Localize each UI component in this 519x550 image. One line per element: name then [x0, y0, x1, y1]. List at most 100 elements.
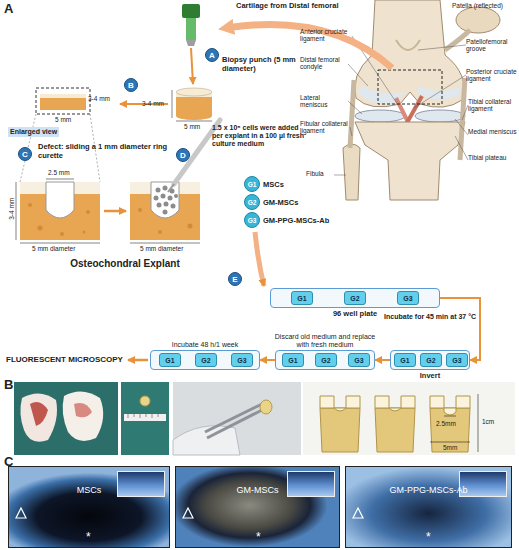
group-circle: G2GM-MSCs	[244, 194, 260, 210]
svg-ellipse	[176, 88, 212, 96]
dimension-label: 2.5 mm	[48, 169, 70, 176]
step-marker: E	[228, 272, 242, 286]
svg-path	[20, 393, 57, 441]
triangle-marker	[353, 508, 363, 518]
well-plate: 96 well plateG1G2G3	[270, 288, 440, 308]
svg-rect	[40, 94, 86, 110]
node-text: G2	[248, 199, 257, 206]
anatomy-label: Fibula	[306, 170, 324, 177]
svg-circle	[188, 224, 193, 229]
svg-circle	[60, 232, 64, 236]
svg-g	[430, 394, 478, 452]
node-text: MSCs	[263, 180, 284, 189]
svg-rect	[121, 382, 169, 455]
dimension-label: 2.5mm	[436, 420, 456, 427]
asterisk-marker: *	[86, 531, 91, 545]
anatomy-label: Anterior cruciate ligament	[300, 28, 352, 43]
svg-circle	[154, 196, 159, 201]
dimension-label: 3-4 mm	[8, 191, 15, 227]
svg-line	[130, 243, 200, 244]
node-text: G2	[350, 295, 359, 302]
node-text: G3	[237, 357, 246, 364]
anatomy-label: Patellofemoral groove	[466, 38, 518, 53]
svg-path	[355, 122, 465, 200]
svg-circle	[158, 230, 162, 234]
svg-line	[128, 414, 129, 418]
svg-line	[455, 119, 468, 135]
panel-letter: B	[4, 378, 13, 393]
node-text: G1	[297, 295, 306, 302]
group-circle: G3GM-PPG-MSCs-Ab	[244, 212, 260, 228]
flow-arrow	[128, 359, 148, 362]
svg-line	[152, 414, 153, 418]
asterisk-marker: *	[426, 531, 431, 545]
anatomy-label: Distal femoral condyle	[300, 56, 350, 71]
svg-line	[455, 136, 468, 160]
edge-label: Incubate for 45 min at 37 °C	[380, 313, 476, 321]
svg-rect	[182, 4, 200, 18]
svg-circle	[86, 210, 90, 214]
svg-circle	[28, 203, 32, 207]
photo-tissue	[14, 382, 118, 455]
step-label: Biopsy punch (5 mm diameter)	[222, 56, 296, 73]
step-label: 1.5 x 10⁵ cells were added per explant i…	[212, 124, 306, 148]
node-text: G3	[248, 217, 257, 224]
svg-path	[320, 408, 360, 452]
node-text: G1	[288, 357, 297, 364]
svg-rect	[40, 94, 86, 98]
svg-g	[430, 396, 470, 452]
plate-well: G2	[344, 291, 366, 305]
svg-g	[128, 414, 158, 418]
svg-line	[158, 414, 159, 417]
anatomy-label: Tibial plateau	[468, 154, 518, 161]
plate-well: G2	[315, 353, 337, 367]
svg-line	[444, 416, 456, 417]
svg-line	[168, 184, 174, 192]
plate-well: G2	[195, 353, 217, 367]
step-marker: B	[124, 78, 138, 92]
flow-arrow	[260, 359, 275, 361]
svg-g	[375, 396, 415, 452]
svg-polygon	[186, 40, 196, 46]
plate-well: G1	[394, 353, 416, 367]
svg-line	[478, 394, 479, 452]
svg-ellipse	[260, 400, 272, 414]
node-text: E	[232, 275, 237, 284]
dimension-label: 5mm	[443, 444, 457, 451]
svg-rect	[173, 382, 301, 455]
svg-path	[46, 182, 74, 218]
well-plate: Discard old medium and replace with fres…	[275, 350, 375, 370]
svg-ellipse	[176, 112, 212, 120]
node-text: G3	[452, 357, 461, 364]
node-text: G3	[403, 295, 412, 302]
asterisk-marker: *	[256, 531, 261, 545]
plate-well: G2	[420, 353, 442, 367]
step-marker: A	[205, 48, 219, 62]
svg-circle	[171, 204, 176, 209]
dimension-label: 1cm	[482, 418, 494, 425]
svg-path	[151, 182, 179, 218]
plate-well: G3	[397, 291, 419, 305]
plate-well: G1	[291, 291, 313, 305]
node-text: Invert	[420, 371, 440, 380]
svg-circle	[161, 194, 166, 199]
dimension-label: 5 mm diameter	[140, 245, 183, 252]
node-text: GM-PPG-MSCs-Ab	[263, 216, 329, 225]
svg-g	[138, 208, 193, 234]
node-text: Discard old medium and replace with fres…	[272, 333, 378, 349]
dimension-label: 3-4 mm	[142, 100, 164, 107]
flow-arrow	[255, 232, 264, 286]
svg-rect	[14, 382, 118, 455]
triangle-marker	[16, 508, 26, 518]
svg-rect	[378, 70, 442, 104]
svg-line	[205, 404, 262, 432]
svg-ellipse	[415, 110, 465, 122]
node-text: G1	[400, 357, 409, 364]
cylinder-explant	[172, 88, 212, 121]
svg-path	[30, 402, 48, 426]
plate-well: G3	[348, 353, 370, 367]
svg-line	[20, 243, 100, 244]
dimension-label: 5 mm	[184, 123, 200, 130]
node-text: G3	[354, 357, 363, 364]
